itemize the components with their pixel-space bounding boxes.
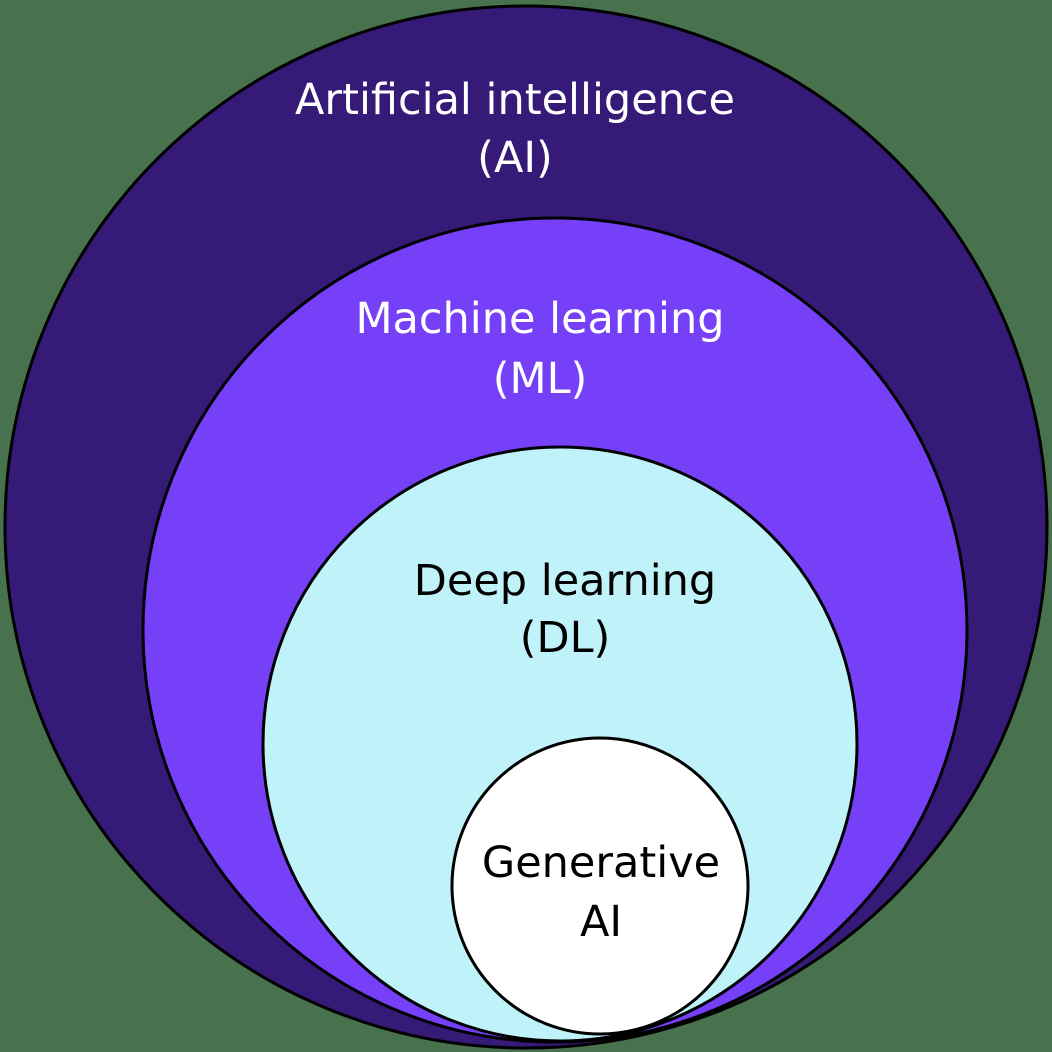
circle-generative-ai [450, 736, 750, 1036]
label-machine-learning-line2: (ML) [493, 354, 588, 404]
label-deep-learning-line1: Deep learning [414, 556, 716, 606]
label-deep-learning-line2: (DL) [520, 613, 611, 663]
label-artificial-intelligence-line1: Artificial intelligence [295, 75, 735, 125]
label-generative-ai-line1: Generative [482, 838, 720, 888]
label-generative-ai-line2: AI [580, 897, 622, 947]
label-artificial-intelligence-line2: (AI) [477, 133, 553, 183]
label-machine-learning-line1: Machine learning [355, 294, 724, 344]
